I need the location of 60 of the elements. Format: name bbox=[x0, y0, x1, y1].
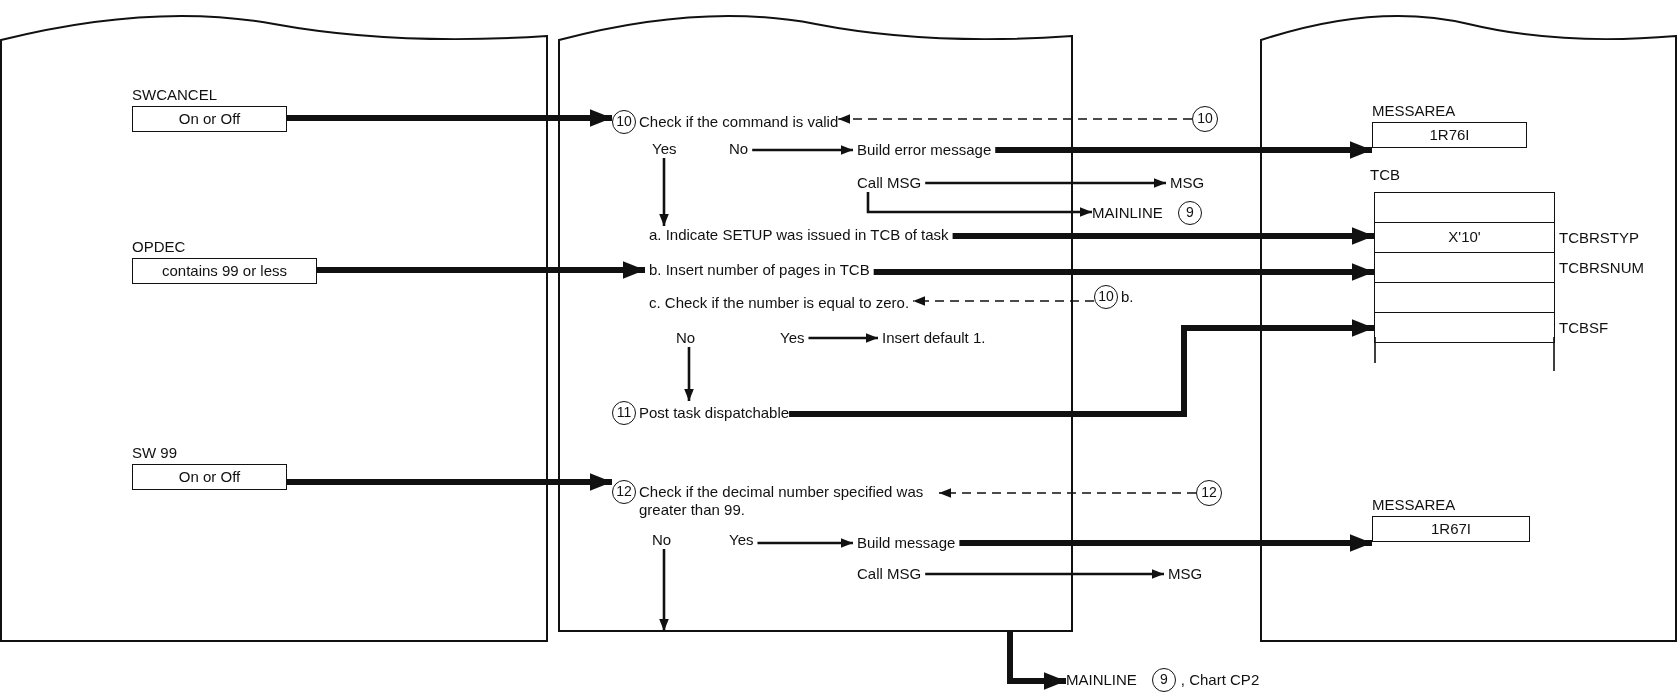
step-text: Build error message bbox=[853, 141, 996, 159]
dashed-arrow bbox=[912, 296, 1095, 306]
arrow bbox=[757, 538, 853, 548]
step-text: b. bbox=[1121, 288, 1134, 306]
branch-label: No bbox=[725, 140, 753, 158]
wide-arrow bbox=[789, 319, 1374, 417]
field-name: SWCANCEL bbox=[132, 86, 218, 104]
wide-arrow bbox=[873, 263, 1374, 281]
data-field: 1R76I bbox=[1372, 122, 1527, 148]
field-name: TCBRSNUM bbox=[1559, 259, 1644, 277]
arrow bbox=[925, 178, 1166, 188]
dashed-arrow bbox=[938, 488, 1197, 498]
wide-arrow bbox=[287, 473, 612, 491]
branch-label: Yes bbox=[776, 329, 809, 347]
table-row bbox=[1374, 282, 1555, 313]
data-field: On or Off bbox=[132, 464, 287, 490]
step-text: Call MSG bbox=[853, 174, 926, 192]
field-name: OPDEC bbox=[132, 238, 187, 256]
branch-label: No bbox=[648, 531, 676, 549]
wide-arrow bbox=[995, 141, 1372, 159]
step-text: Build message bbox=[853, 534, 960, 552]
dashed-arrow bbox=[837, 114, 1193, 124]
step-text: Check if the command is valid bbox=[639, 113, 839, 131]
arrow bbox=[752, 145, 853, 155]
branch-label: Yes bbox=[648, 140, 681, 158]
branch-label: Yes bbox=[725, 531, 758, 549]
step-text: Insert default 1. bbox=[878, 329, 990, 347]
field-name: TCBRSTYP bbox=[1559, 229, 1639, 247]
wide-arrow bbox=[952, 227, 1374, 245]
wide-arrow bbox=[287, 109, 612, 127]
branch-label: No bbox=[672, 329, 700, 347]
data-field: On or Off bbox=[132, 106, 287, 132]
module-name: MAINLINE bbox=[1066, 671, 1137, 689]
arrow bbox=[659, 158, 669, 226]
module-name: MSG bbox=[1164, 565, 1207, 583]
data-field: contains 99 or less bbox=[132, 258, 317, 284]
wide-arrow bbox=[959, 534, 1372, 552]
step-text: c. Check if the number is equal to zero. bbox=[645, 294, 914, 312]
arrow bbox=[925, 569, 1164, 579]
module-name: MAINLINE bbox=[1092, 204, 1163, 222]
chart-reference: , Chart CP2 bbox=[1180, 671, 1260, 689]
module-name: MSG bbox=[1166, 174, 1209, 192]
arrow bbox=[659, 549, 669, 631]
arrow bbox=[808, 333, 878, 343]
step-text: a. Indicate SETUP was issued in TCB of task bbox=[645, 226, 953, 244]
field-name: SW 99 bbox=[132, 444, 178, 462]
data-field: 1R67I bbox=[1372, 516, 1530, 542]
arrow bbox=[684, 347, 694, 401]
table-row bbox=[1374, 192, 1555, 223]
step-text: Post task dispatchable bbox=[639, 404, 790, 422]
step-text: Check if the decimal number specified was greater than 99. bbox=[639, 483, 925, 519]
step-text: b. Insert number of pages in TCB bbox=[645, 261, 874, 279]
field-name: MESSAREA bbox=[1372, 496, 1457, 514]
arrow bbox=[866, 192, 1092, 217]
table-name: TCB bbox=[1370, 166, 1401, 184]
field-name: TCBSF bbox=[1559, 319, 1609, 337]
step-text: Call MSG bbox=[853, 565, 926, 583]
wide-arrow bbox=[1007, 632, 1066, 690]
field-name: MESSAREA bbox=[1372, 102, 1457, 120]
wide-arrow bbox=[317, 261, 645, 279]
